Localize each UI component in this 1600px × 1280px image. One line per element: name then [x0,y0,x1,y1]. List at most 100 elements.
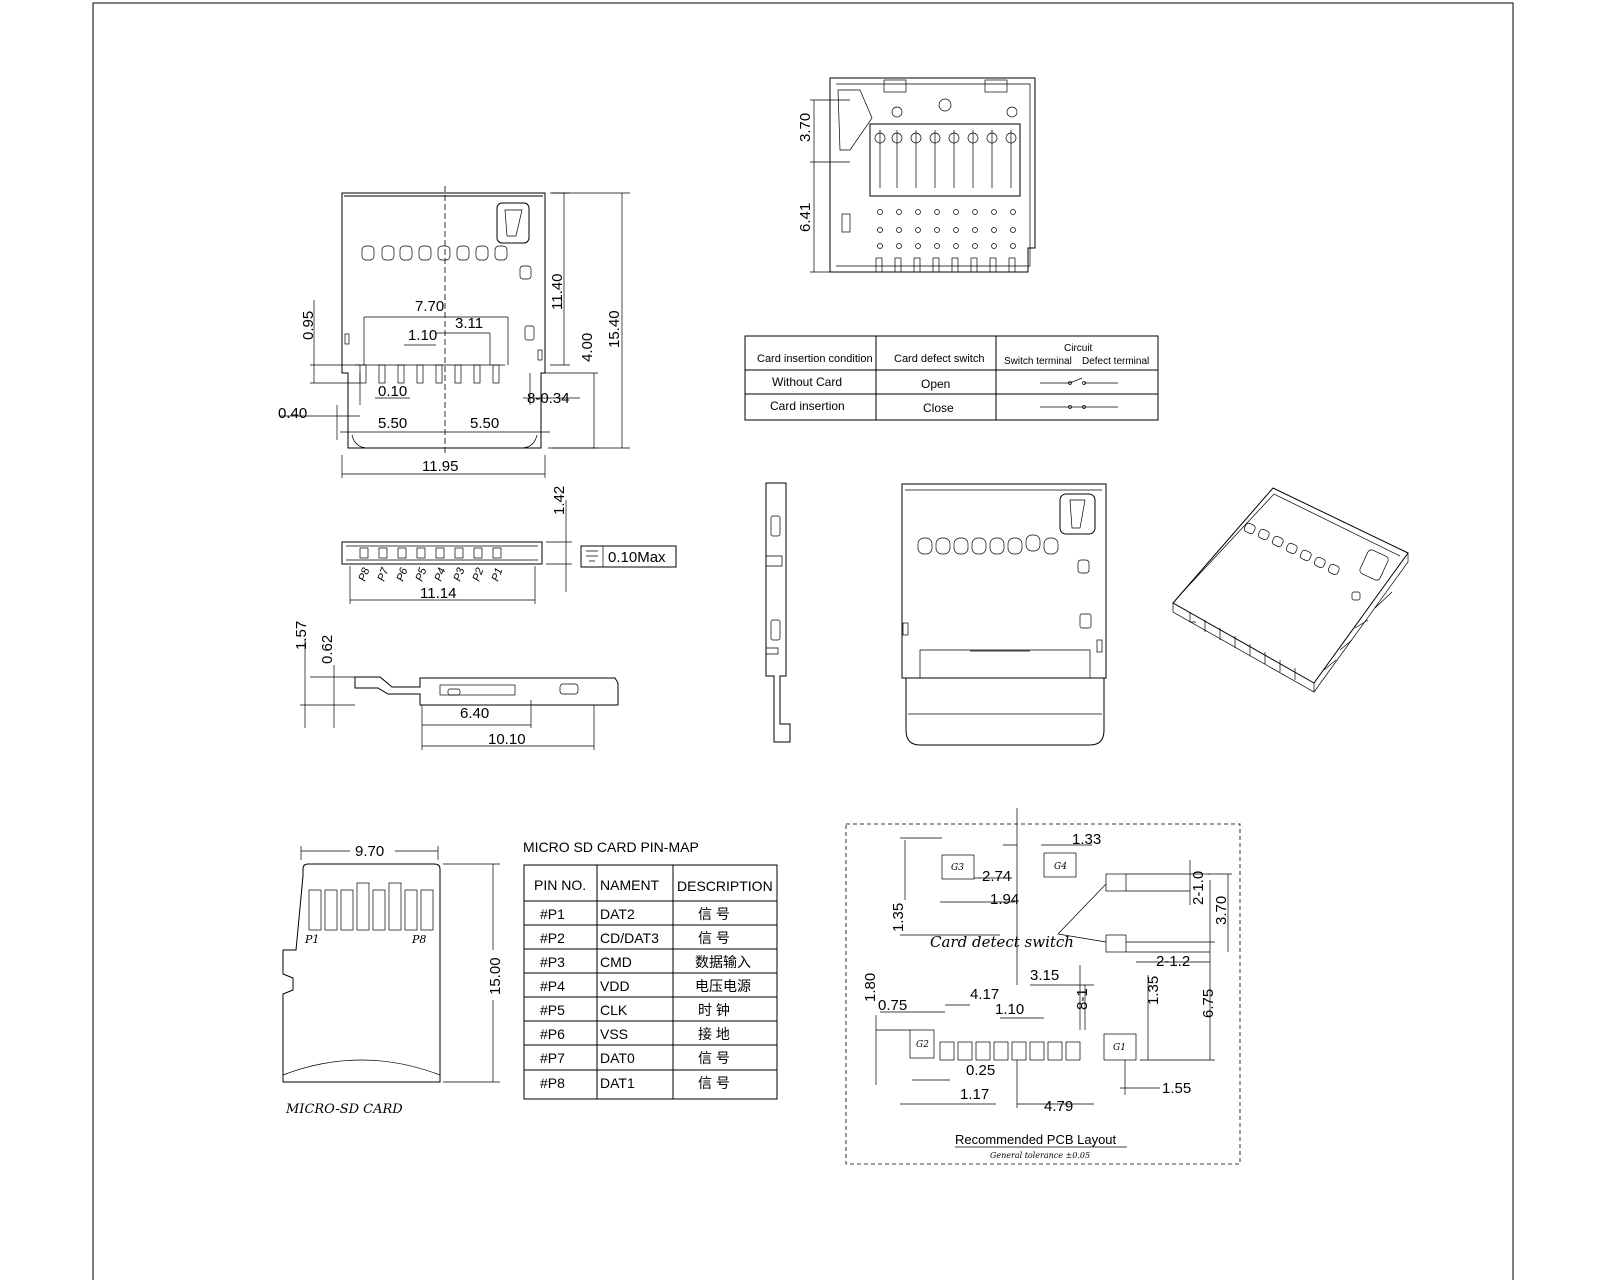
pinmap-name: VSS [600,1026,628,1042]
pin-label-p4: P4 [433,566,449,583]
pcb-dim-1-35-left: 1.35 [890,903,907,932]
pin-label-p8: P8 [357,565,373,583]
pinmap-name: VDD [600,978,630,994]
pinmap-pin: #P3 [540,954,565,970]
pcb-dim-3-15: 3.15 [1030,967,1059,984]
switch-symbol-open [1040,377,1118,385]
card-pin-first: P1 [304,933,319,946]
dim-1-10: 1.10 [408,327,437,344]
pinmap-pin: #P8 [540,1075,565,1091]
pinmap-desc: 信 号 [698,930,730,946]
dim-0-62: 0.62 [319,635,336,664]
pinmap-pin: #P1 [540,906,565,922]
pcb-tolerance: General tolerance ±0.05 [990,1151,1090,1160]
dim-11-14: 11.14 [420,585,456,602]
micro-sd-card: 9.70 15.00 P1 P8 MICRO-SD CARD [282,843,504,1117]
card-pin-last: P8 [411,933,426,946]
pin-label-p7: P7 [376,565,392,583]
pcb-dim-1-94: 1.94 [990,891,1019,908]
pin-label-p5: P5 [414,565,430,583]
pinmap-pin: #P5 [540,1002,565,1018]
pinmap-desc: 信 号 [698,906,730,922]
narrow-side-profile [765,482,791,743]
dim-11-40: 11.40 [549,274,566,310]
dim-3-11: 3.11 [455,315,483,332]
pcb-dim-1-80: 1.80 [862,973,879,1002]
pinmap-desc: 信 号 [698,1075,730,1091]
pcb-layout: G3 G4 G2 G1 Card detect switch 1.33 2.74… [845,808,1241,1165]
pad-g3: G3 [951,863,964,873]
pinmap-header-desc: DESCRIPTION [677,878,773,894]
pin-label-p3: P3 [452,565,468,583]
dim-0-95: 0.95 [300,311,317,340]
dim-8-0-34: 8-0.34 [527,390,570,407]
dim-7-70: 7.70 [415,298,444,315]
side-view: 1.57 0.62 6.40 10.10 [293,621,619,750]
pinmap-desc: 时 钟 [698,1002,730,1018]
pinmap-pin: #P6 [540,1026,565,1042]
dim-9-70: 9.70 [355,843,384,860]
switch-row-without-card: Without Card [772,375,842,389]
pin-label-p6: P6 [395,565,411,583]
dim-6-41: 6.41 [797,203,814,232]
pin-label-p2: P2 [471,566,487,583]
pinmap-name: DAT1 [600,1075,635,1091]
pin-label-p1: P1 [490,566,506,583]
front-view: 0.10Max 1.42 11.14 P8 P7 P6 P5 P4 P3 P2 … [341,486,677,604]
pinmap-desc: 信 号 [698,1050,730,1066]
pcb-dim-1-35-right: 1.35 [1145,976,1162,1005]
pinmap-pin: #P7 [540,1050,565,1066]
dim-1-57: 1.57 [293,621,310,650]
switch-header-condition: Card insertion condition [757,353,873,365]
dim-4-00: 4.00 [579,333,596,362]
card-detect-callout: Card detect switch [930,933,1074,951]
pcb-dim-1-17: 1.17 [960,1086,989,1103]
pinmap-name: CD/DAT3 [600,930,659,946]
pcb-dim-1-55: 1.55 [1162,1080,1191,1097]
pinmap-name: DAT2 [600,906,635,922]
card-label: MICRO-SD CARD [285,1102,403,1117]
pinmap-name: CLK [600,1002,628,1018]
dim-0-10: 0.10 [378,383,407,400]
dim-5-50-right: 5.50 [470,415,499,432]
switch-row-card-insertion: Card insertion [770,399,845,413]
pinmap-table: MICRO SD CARD PIN-MAP PIN NO. NAMENT DES… [523,839,778,1100]
pcb-dim-2-1-0: 2-1.0 [1190,871,1207,905]
pinmap-title: MICRO SD CARD PIN-MAP [523,839,699,855]
pinmap-desc: 接 地 [698,1026,730,1042]
switch-header-defect-terminal: Defect terminal [1082,356,1149,367]
switch-table: Card insertion condition Card defect swi… [744,335,1159,421]
bottom-plan-view [901,483,1107,746]
dim-1-42: 1.42 [551,486,568,515]
pcb-dim-1-33: 1.33 [1072,831,1101,848]
top-view: 7.70 3.11 1.10 0.95 0.10 0.40 5.50 5.50 … [278,186,630,478]
pinmap-pin: #P4 [540,978,565,994]
bottom-view: 3.70 6.41 [797,77,1036,273]
flatness-callout: 0.10Max [608,549,666,566]
pinmap-name: DAT0 [600,1050,635,1066]
switch-row-close: Close [923,401,954,415]
pcb-dim-6-75: 6.75 [1200,989,1217,1018]
dim-5-50-left: 5.50 [378,415,407,432]
dim-15-40: 15.40 [606,310,623,348]
switch-symbol-closed [1040,405,1118,409]
dim-6-40: 6.40 [460,705,489,722]
dim-10-10: 10.10 [488,731,526,748]
dim-3-70-bottom: 3.70 [797,113,814,142]
switch-header-switch: Card defect switch [894,353,984,365]
pinmap-name: CMD [600,954,632,970]
pad-g2: G2 [916,1040,929,1050]
pinmap-header-pin: PIN NO. [534,877,586,893]
pinmap-header-name: NAMENT [600,877,660,893]
pcb-title: Recommended PCB Layout [955,1132,1117,1147]
pcb-dim-0-25: 0.25 [966,1062,995,1079]
pad-g4: G4 [1054,862,1067,872]
dim-11-95: 11.95 [422,458,458,475]
pcb-dim-2-1-2: 2-1.2 [1156,953,1190,970]
pcb-dim-2-74: 2.74 [982,868,1011,885]
pinmap-desc: 电压电源 [695,978,751,994]
pcb-dim-1-10: 1.10 [995,1001,1024,1018]
switch-header-switch-terminal: Switch terminal [1004,356,1072,367]
switch-header-circuit: Circuit [1064,343,1093,354]
